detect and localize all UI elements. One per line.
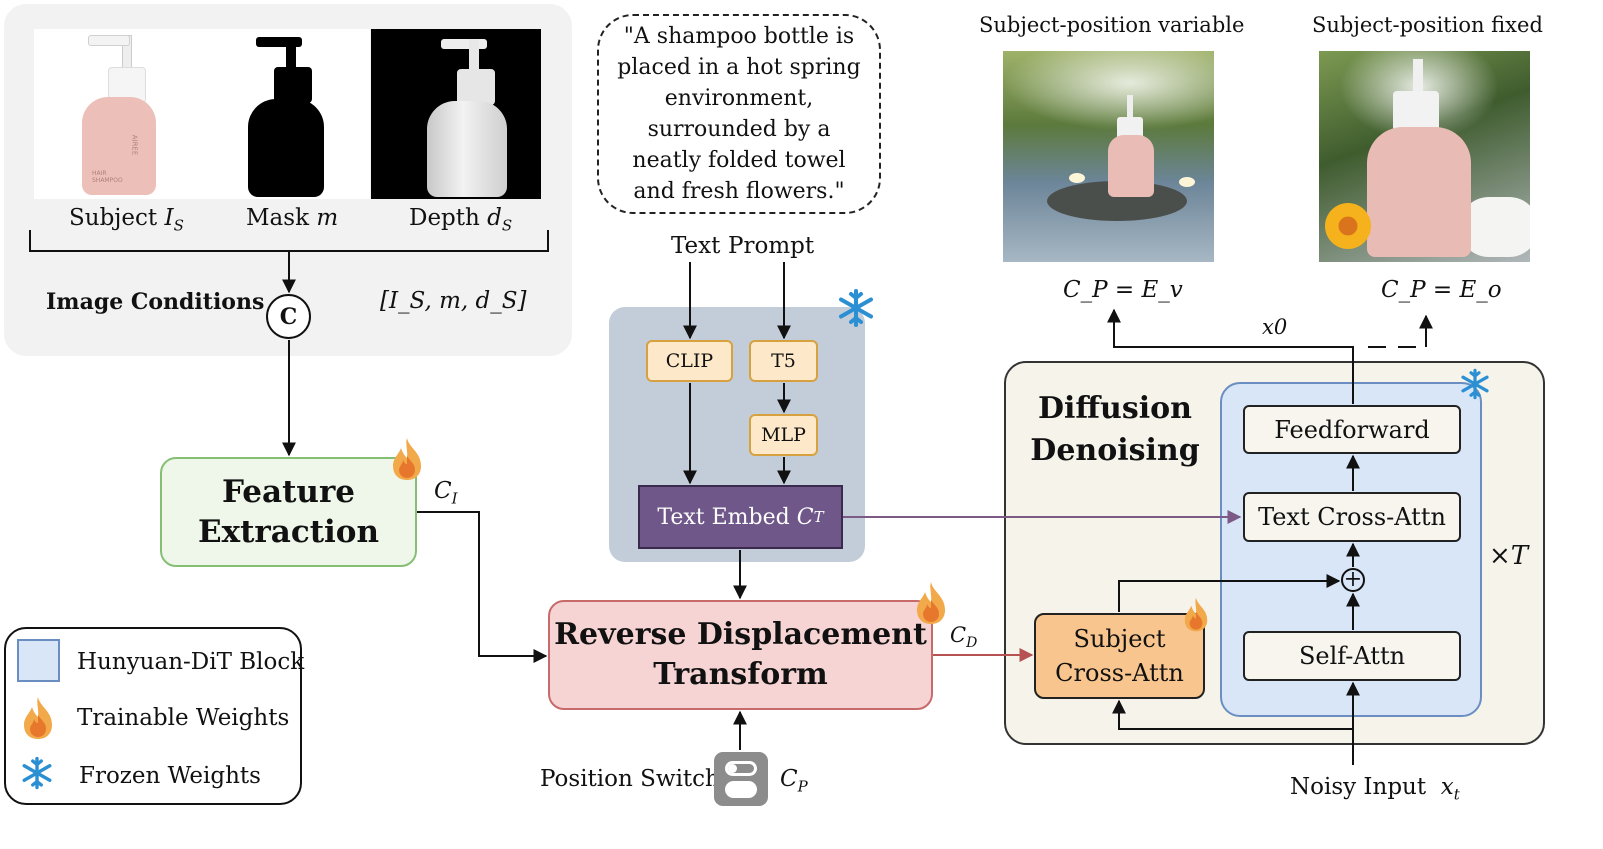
variable-eq: C_P = E_v bbox=[1063, 277, 1183, 303]
position-switch-label: Position Switch bbox=[540, 766, 720, 792]
concat-operator: C bbox=[266, 294, 311, 339]
bottle-body bbox=[82, 97, 156, 195]
flame-icon-feature bbox=[393, 438, 421, 480]
diffusion-title: Diffusion Denoising bbox=[1030, 391, 1200, 468]
text-cross-attn-box: Text Cross-Attn bbox=[1243, 492, 1461, 542]
legend-trainable-label: Trainable Weights bbox=[77, 705, 290, 731]
concat-expression: [I_S, m, d_S] bbox=[380, 288, 527, 314]
mask-label: Mask m bbox=[246, 205, 339, 231]
mlp-box: MLP bbox=[749, 414, 818, 456]
x0-label: x0 bbox=[1262, 315, 1288, 339]
rdt-box: Reverse Displacement Transform bbox=[548, 600, 933, 710]
subject-label: Subject IS bbox=[69, 205, 184, 235]
fixed-output-image bbox=[1319, 51, 1530, 262]
snowflake-icon-encoder bbox=[839, 289, 873, 327]
depth-image bbox=[371, 29, 541, 199]
variable-title: Subject-position variable bbox=[979, 13, 1245, 37]
text-label: Text bbox=[671, 233, 721, 259]
mask-image bbox=[202, 29, 370, 199]
sum-operator: + bbox=[1341, 568, 1365, 592]
feedforward-box: Feedforward bbox=[1243, 405, 1461, 454]
position-switch-toggle[interactable] bbox=[714, 752, 768, 806]
legend-dit-label: Hunyuan-DiT Block bbox=[77, 649, 305, 675]
depth-label: Depth dS bbox=[409, 205, 513, 235]
flame-icon-rdt bbox=[917, 582, 945, 624]
legend-dit-swatch bbox=[17, 639, 60, 682]
bottle-brand: AIREE bbox=[130, 134, 139, 156]
image-conditions-title: Image Conditions bbox=[46, 289, 265, 315]
flame-icon bbox=[24, 697, 52, 739]
prompt-label: Prompt bbox=[728, 233, 815, 259]
cp-label: CP bbox=[780, 766, 808, 796]
fixed-title: Subject-position fixed bbox=[1312, 13, 1543, 37]
variable-output-image bbox=[1003, 51, 1214, 262]
noisy-input-label: Noisy Input xt bbox=[1290, 774, 1460, 804]
bottle-sub-text: HAIR SHAMPOO bbox=[92, 170, 123, 184]
legend-frozen-label: Frozen Weights bbox=[79, 763, 261, 789]
clip-box: CLIP bbox=[646, 340, 733, 382]
prompt-bubble: "A shampoo bottle is placed in a hot spr… bbox=[597, 14, 881, 214]
fixed-eq: C_P = E_o bbox=[1381, 277, 1502, 303]
snowflake-icon bbox=[22, 756, 52, 790]
subject-image: AIREE HAIR SHAMPOO bbox=[34, 29, 202, 199]
self-attn-box: Self-Attn bbox=[1243, 631, 1461, 681]
times-t-label: ×T bbox=[1489, 541, 1529, 571]
flame-icon-subject-cross bbox=[1184, 597, 1208, 632]
subject-cross-attn-box: Subject Cross-Attn bbox=[1034, 613, 1205, 699]
feature-extraction-box: Feature Extraction bbox=[160, 457, 417, 567]
snowflake-icon-dit bbox=[1461, 368, 1489, 400]
cd-label: CD bbox=[950, 623, 978, 652]
ci-label: CI bbox=[434, 478, 458, 508]
t5-box: T5 bbox=[749, 340, 818, 382]
